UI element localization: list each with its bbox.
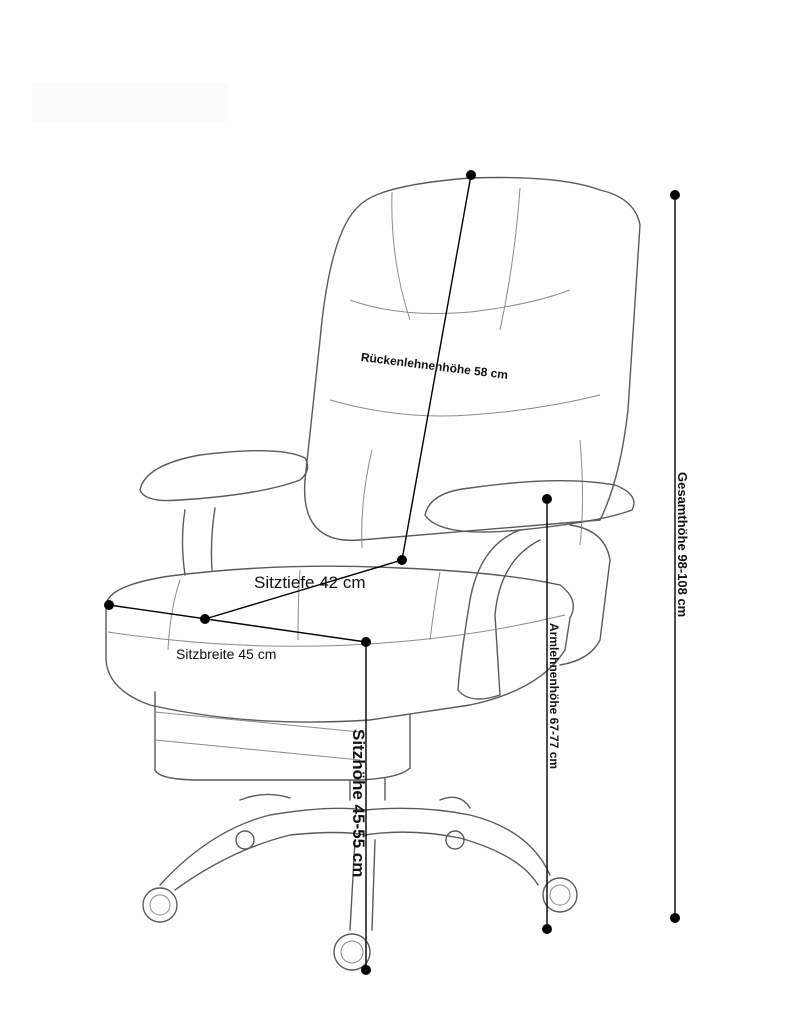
backrest-height-line (401, 174, 472, 561)
total-height-bottom-dot (670, 913, 680, 923)
total-height-top-dot (670, 190, 680, 200)
armrest-height-label: Armlehnenhöhe 67-77 cm (547, 623, 561, 770)
armrest-bottom-dot (542, 924, 552, 934)
seat-width-line (108, 604, 367, 643)
seat-depth-line (204, 559, 403, 620)
armrest-top-dot (542, 494, 552, 504)
faded-watermark (32, 82, 228, 122)
seat-height-bottom-dot (361, 965, 371, 975)
chair-drawing (105, 176, 641, 971)
seat-width-label: Sitzbreite 45 cm (176, 646, 277, 662)
seat-height-label: Sitzhöhe 45-55 cm (349, 729, 368, 878)
total-height-label: Gesamthöhe 98-108 cm (675, 472, 690, 618)
backrest-top-dot (466, 170, 476, 180)
seat-depth-label: Sitztiefe 42 cm (254, 573, 366, 592)
seat-width-left-dot (104, 600, 114, 610)
dimension-lines (104, 170, 680, 975)
